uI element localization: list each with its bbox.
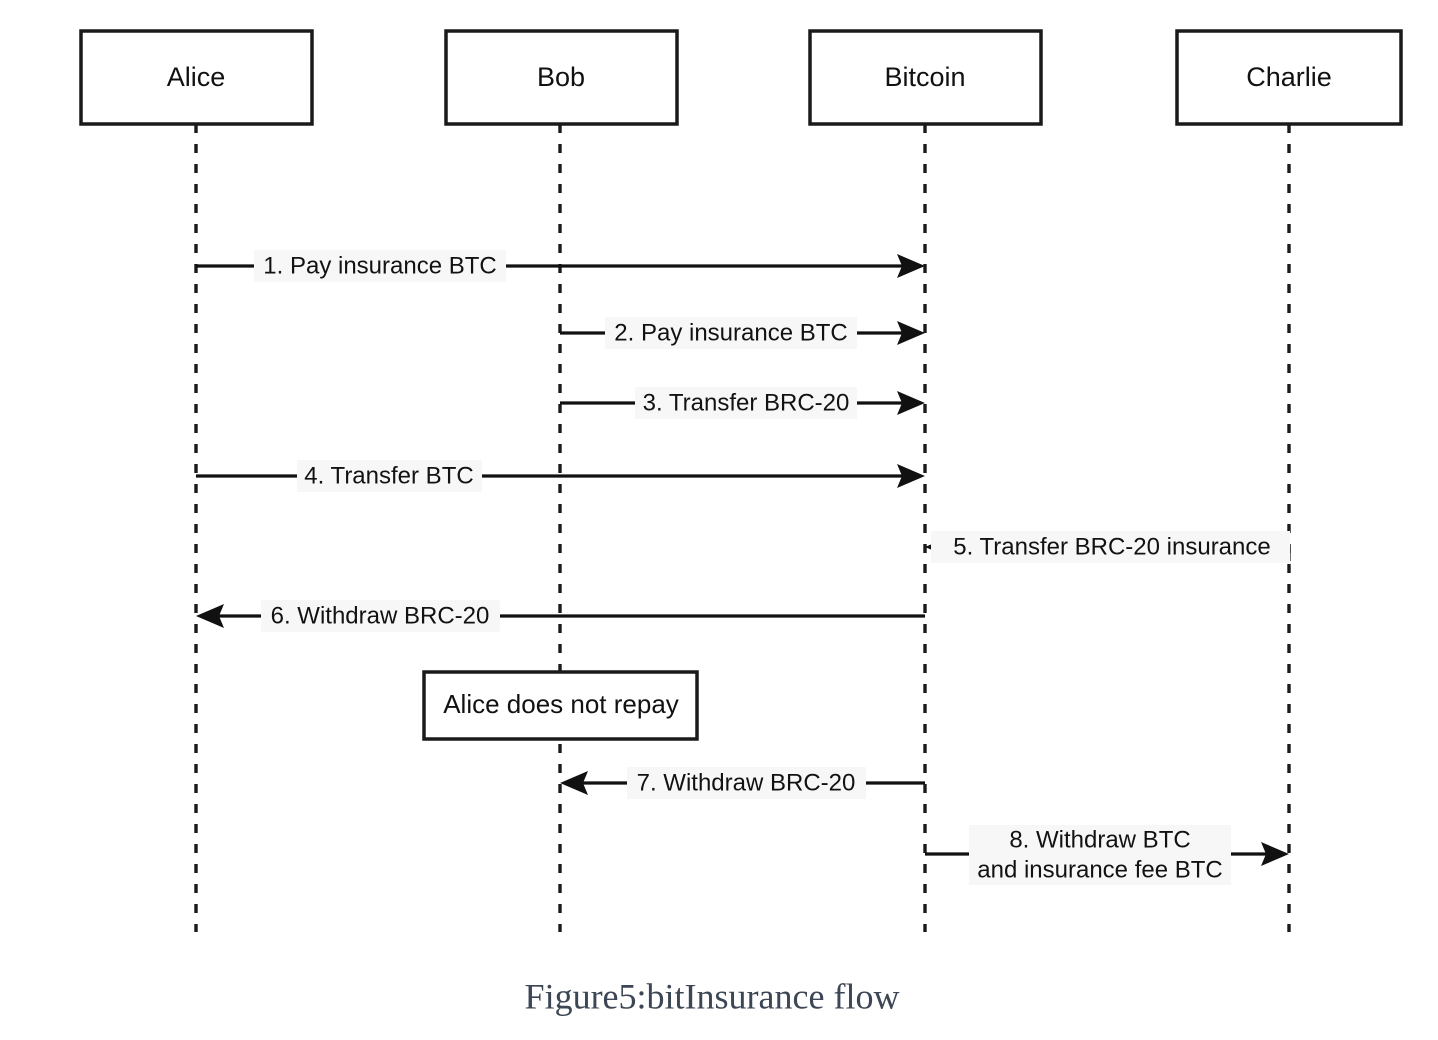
message-7[interactable]: 7. Withdraw BRC-20	[560, 767, 925, 799]
participant-box-bitcoin	[808, 29, 1043, 126]
message-2-label: 2. Pay insurance BTC	[614, 319, 847, 346]
message-6-arrowhead	[196, 604, 224, 628]
message-6-label-bg	[261, 600, 500, 632]
message-1-label: 1. Pay insurance BTC	[263, 252, 496, 279]
note-alice-does-not-repay: Alice does not repay	[422, 670, 699, 741]
message-7-label: 7. Withdraw BRC-20	[637, 769, 856, 796]
message-5-label-bg	[931, 531, 1290, 563]
message-4-arrowhead	[897, 464, 925, 488]
message-4[interactable]: 4. Transfer BTC	[196, 460, 925, 492]
lifelines-group	[194, 124, 1291, 932]
participant-box-charlie	[1175, 29, 1403, 126]
message-2-arrowhead	[897, 321, 925, 345]
participant-bob[interactable]: Bob	[444, 29, 679, 126]
message-8-arrowhead	[1261, 842, 1289, 866]
message-1[interactable]: 1. Pay insurance BTC	[196, 250, 925, 282]
message-2-label-bg	[605, 317, 857, 349]
message-5[interactable]: 5. Transfer BRC-20 insurance	[925, 531, 1291, 563]
message-1-arrowhead	[897, 254, 925, 278]
message-8-label-bg	[969, 825, 1231, 885]
message-3-label-bg	[635, 387, 857, 419]
message-8[interactable]: 8. Withdraw BTC and insurance fee BTC	[925, 825, 1289, 885]
participant-alice[interactable]: Alice	[79, 29, 314, 126]
message-3[interactable]: 3. Transfer BRC-20	[560, 387, 925, 419]
participant-label-charlie: Charlie	[1246, 62, 1332, 92]
message-3-arrowhead	[897, 391, 925, 415]
participant-label-bob: Bob	[537, 62, 585, 92]
message-4-label-bg	[297, 460, 482, 492]
participant-box-alice	[79, 29, 314, 126]
note-text: Alice does not repay	[443, 689, 679, 719]
message-3-label: 3. Transfer BRC-20	[643, 389, 850, 416]
participant-bitcoin[interactable]: Bitcoin	[808, 29, 1043, 126]
message-2[interactable]: 2. Pay insurance BTC	[560, 317, 925, 349]
message-6-label: 6. Withdraw BRC-20	[271, 602, 490, 629]
note-box	[422, 670, 699, 741]
message-4-label: 4. Transfer BTC	[304, 462, 473, 489]
figure-caption: Figure5:bitInsurance flow	[525, 976, 900, 1016]
participant-box-bob	[444, 29, 679, 126]
message-8-label-line1: 8. Withdraw BTC	[1009, 826, 1190, 853]
participant-charlie[interactable]: Charlie	[1175, 29, 1403, 126]
message-7-arrowhead	[560, 771, 588, 795]
message-7-label-bg	[627, 767, 866, 799]
message-8-label-line2: and insurance fee BTC	[977, 856, 1222, 883]
message-1-label-bg	[254, 250, 506, 282]
participant-label-alice: Alice	[167, 62, 226, 92]
participant-label-bitcoin: Bitcoin	[884, 62, 965, 92]
message-5-label: 5. Transfer BRC-20 insurance	[953, 533, 1270, 560]
message-6[interactable]: 6. Withdraw BRC-20	[196, 600, 925, 632]
